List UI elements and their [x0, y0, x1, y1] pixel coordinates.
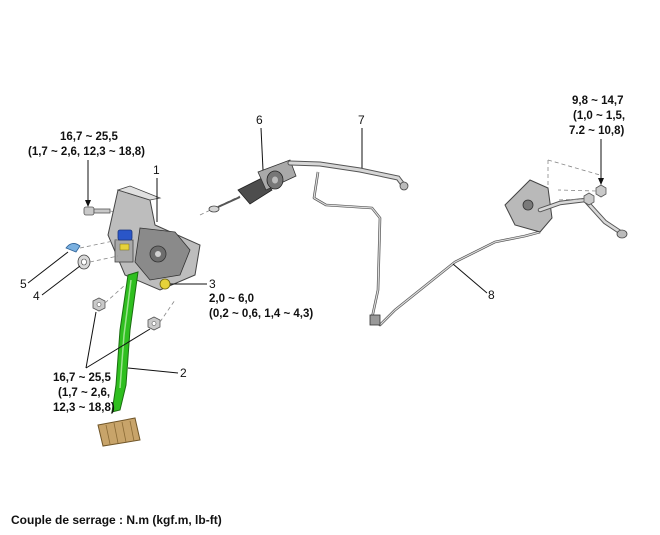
- torque-bracket-bolt-line2: (1,7 ~ 2,6, 12,3 ~ 18,8): [28, 146, 145, 158]
- callout-5: 5: [20, 277, 27, 291]
- callout-8: 8: [488, 288, 495, 302]
- pedal-bracket-assembly: [107, 185, 201, 291]
- callout-1: 1: [153, 163, 160, 177]
- nut-right-icon: [147, 316, 161, 331]
- mount-bolt-upper-icon: [595, 184, 607, 198]
- torque-mount-line3: 7.2 ~ 10,8): [569, 125, 624, 137]
- reservoir-hose: [287, 160, 409, 191]
- nut-guide-right: [159, 299, 176, 323]
- torque-bracket-bolt-line1: 16,7 ~ 25,5: [60, 131, 118, 143]
- leader-nut-right: [85, 328, 151, 369]
- mount-guide-diag: [547, 159, 601, 176]
- torque-pedal-nuts-line1: 16,7 ~ 25,5: [53, 372, 111, 384]
- slave-cylinder-bracket: [504, 179, 628, 239]
- leader-8: [452, 263, 488, 294]
- clip-icon: [65, 243, 81, 253]
- callout-7: 7: [358, 113, 365, 127]
- torque-switch-line2: (0,2 ~ 0,6, 1,4 ~ 4,3): [209, 308, 313, 320]
- leader-2: [127, 367, 179, 374]
- callout-2: 2: [180, 366, 187, 380]
- nut-left-icon: [92, 297, 106, 312]
- arrowhead: [85, 200, 91, 207]
- mount-guide-upper: [557, 189, 597, 192]
- master-cylinder: [208, 159, 297, 213]
- mount-guide-lower: [555, 198, 585, 201]
- leader-6: [260, 127, 264, 171]
- bushing-guide-line: [89, 255, 119, 263]
- arrowhead: [598, 178, 604, 185]
- leader-5: [27, 251, 69, 284]
- torque-pedal-nuts-line2: (1,7 ~ 2,6,: [58, 387, 110, 399]
- bushing-icon: [77, 254, 91, 270]
- callout-4: 4: [33, 289, 40, 303]
- clutch-tube: [312, 171, 541, 327]
- pedal-pad-icon: [97, 417, 141, 447]
- torque-pedal-nuts-line3: 12,3 ~ 18,8): [53, 402, 115, 414]
- bracket-bolt-icon: [83, 206, 111, 216]
- callout-6: 6: [256, 113, 263, 127]
- callout-3: 3: [209, 277, 216, 291]
- leader-4: [41, 265, 81, 296]
- clutch-switch-icon: [159, 278, 171, 290]
- mount-bolt-lower-icon: [583, 192, 595, 206]
- leader-nut-left: [85, 311, 97, 369]
- torque-mount-line1: 9,8 ~ 14,7: [572, 95, 623, 107]
- torque-units-caption: Couple de serrage : N.m (kgf.m, lb-ft): [11, 513, 222, 527]
- torque-switch-line1: 2,0 ~ 6,0: [209, 293, 254, 305]
- nut-guide-left: [104, 284, 126, 304]
- torque-mount-line2: (1,0 ~ 1,5,: [573, 110, 625, 122]
- connector-icon: [117, 229, 133, 251]
